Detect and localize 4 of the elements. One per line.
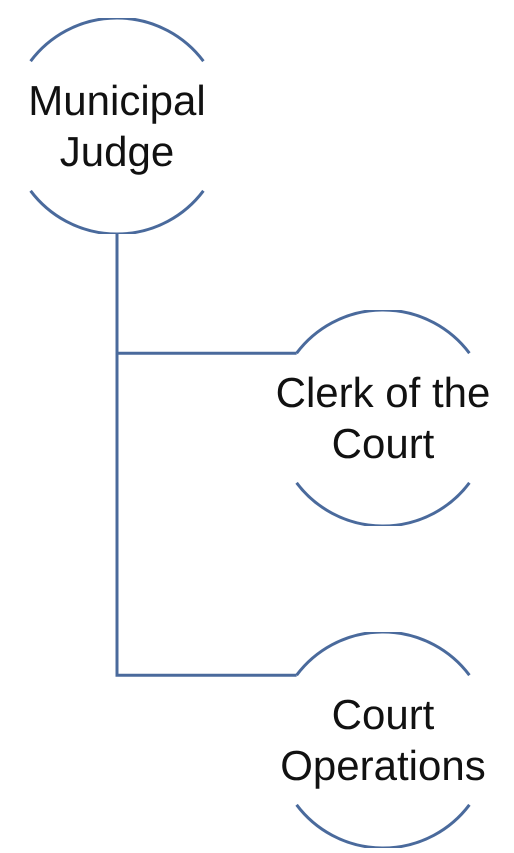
- node-label: Municipal Judge: [27, 76, 207, 177]
- connector-line: [116, 234, 297, 677]
- node-label: Court Operations: [279, 690, 487, 791]
- node-label: Clerk of the Court: [274, 368, 492, 469]
